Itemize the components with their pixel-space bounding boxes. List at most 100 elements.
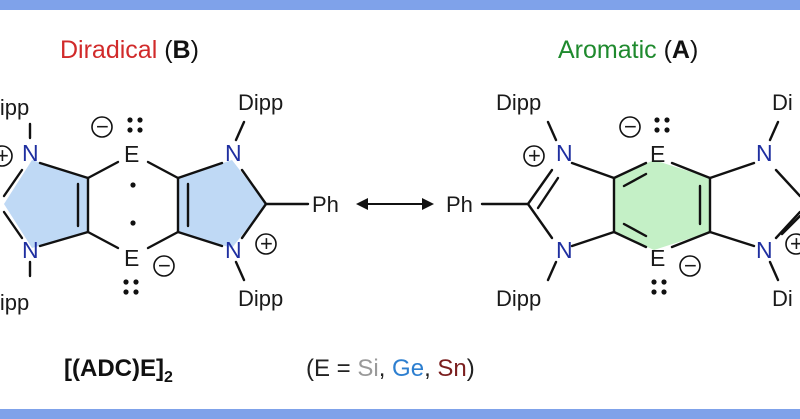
bond (768, 120, 780, 142)
bond (234, 260, 246, 282)
positive-charge-icon (0, 145, 13, 167)
bond (774, 168, 800, 198)
top-border (0, 0, 800, 10)
bond (176, 161, 224, 180)
element-atom: E (124, 141, 139, 167)
plus-sign: + (528, 143, 541, 168)
nitrogen-atom: N (22, 140, 39, 166)
phenyl-label: Ph (446, 192, 473, 217)
bond (86, 230, 120, 250)
minus-sign: − (158, 253, 171, 278)
lone-pair-dot (654, 127, 660, 133)
heading-diradical: Diradical (B) (60, 36, 199, 64)
bond (546, 260, 558, 282)
nitrogen-atom: N (22, 237, 39, 263)
bond (38, 161, 90, 180)
bond (570, 161, 616, 180)
bond (2, 168, 24, 198)
lone-pair-dot (664, 127, 670, 133)
phenyl-label: Ph (312, 192, 339, 217)
lone-pair-dot (137, 127, 143, 133)
dipp-label: Di (772, 90, 793, 115)
lone-pair-dot (654, 117, 660, 123)
bond (570, 230, 616, 248)
nitrogen-atom: N (556, 140, 573, 166)
radical-dot (130, 182, 136, 188)
left-ring-2-fill (178, 160, 266, 248)
dipp-label: Di (772, 286, 793, 311)
plus-sign: + (790, 231, 800, 256)
nitrogen-atom: N (556, 237, 573, 263)
bond (526, 202, 554, 240)
minus-sign: − (684, 253, 697, 278)
bond (234, 120, 246, 142)
bond (612, 230, 648, 249)
compound-formula: [(ADC)E]2 (64, 355, 173, 386)
bond (670, 230, 712, 249)
bond (176, 230, 224, 248)
dipp-label: Dipp (496, 286, 541, 311)
lone-pair-dot (651, 289, 657, 295)
bond (708, 230, 756, 248)
bond (774, 210, 800, 240)
lone-pair-dot (123, 289, 129, 295)
bond (768, 260, 780, 282)
bond (240, 168, 268, 206)
bond (2, 210, 24, 240)
lone-pair-dot (651, 279, 657, 285)
bond (146, 230, 180, 250)
minus-sign: − (624, 114, 637, 139)
dipp-label: Dipp (496, 90, 541, 115)
bond (670, 161, 712, 180)
bond (38, 230, 90, 248)
bond (526, 168, 554, 206)
lone-pair-dot (127, 127, 133, 133)
bond-double (622, 172, 648, 188)
negative-charge-icon (153, 255, 175, 277)
lone-pair-dot (137, 117, 143, 123)
nitrogen-atom: N (225, 237, 242, 263)
bond (86, 160, 120, 180)
nitrogen-atom: N (756, 237, 773, 263)
element-legend: (E = Si, Ge, Sn) (306, 355, 475, 382)
bond (708, 161, 756, 180)
aromatic-ring-fill (614, 160, 710, 250)
lone-pair-dot (661, 289, 667, 295)
left-ring-1-fill (4, 160, 88, 248)
bond-double (622, 222, 648, 238)
plus-sign: + (0, 143, 9, 168)
bond (240, 202, 268, 240)
bond-double (536, 176, 560, 210)
dipp-label: Dipp (238, 286, 283, 311)
bond (146, 160, 180, 180)
heading-aromatic: Aromatic (A) (558, 36, 698, 64)
lone-pair-dot (127, 117, 133, 123)
negative-charge-icon (619, 116, 641, 138)
nitrogen-atom: N (756, 140, 773, 166)
arrow-head-right-icon (422, 198, 434, 210)
dipp-label: Dipp (0, 290, 29, 315)
radical-dot (130, 220, 136, 226)
dipp-label: Dipp (0, 95, 29, 120)
plus-sign: + (260, 231, 273, 256)
lone-pair-dot (661, 279, 667, 285)
arrow-head-left-icon (356, 198, 368, 210)
bottom-border (0, 409, 800, 419)
bond-double (780, 214, 800, 236)
lone-pair-dot (664, 117, 670, 123)
lone-pair-dot (133, 279, 139, 285)
dipp-label: Dipp (238, 90, 283, 115)
element-atom: E (124, 245, 139, 271)
positive-charge-icon (523, 145, 545, 167)
positive-charge-icon (785, 233, 800, 255)
lone-pair-dot (123, 279, 129, 285)
positive-charge-icon (255, 233, 277, 255)
lone-pair-dot (133, 289, 139, 295)
nitrogen-atom: N (225, 140, 242, 166)
minus-sign: − (96, 114, 109, 139)
negative-charge-icon (91, 116, 113, 138)
negative-charge-icon (679, 255, 701, 277)
bond (612, 161, 648, 180)
